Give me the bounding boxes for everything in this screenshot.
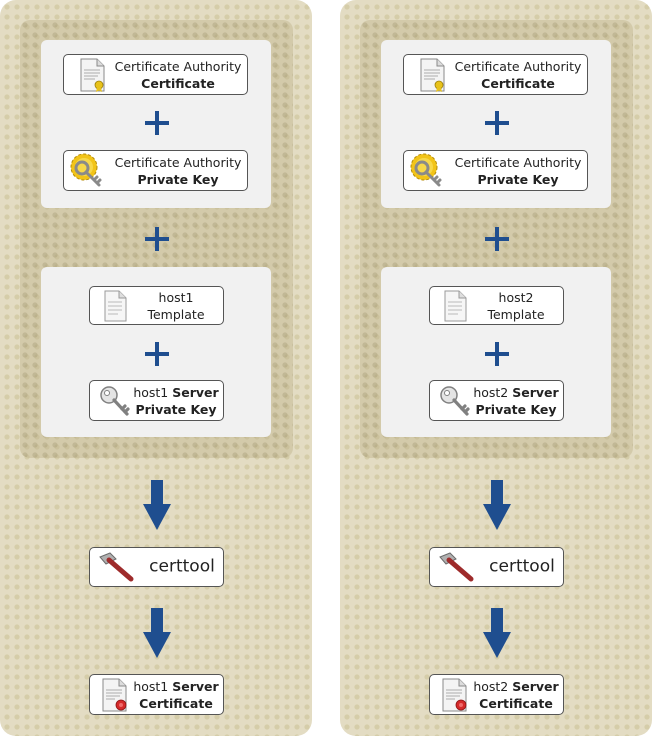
plus-icon bbox=[145, 227, 169, 251]
ca-certificate-box: Certificate Authority Certificate bbox=[63, 54, 248, 95]
certificate-icon bbox=[420, 58, 445, 92]
ca-private-key-box: Certificate Authority Private Key bbox=[63, 150, 248, 191]
ca-certificate-label: Certificate Authority Certificate bbox=[454, 58, 582, 91]
sealed-certificate-icon bbox=[102, 678, 127, 712]
key-icon bbox=[100, 386, 130, 416]
certtool-label: certtool bbox=[149, 556, 215, 577]
ca-certificate-box: Certificate Authority Certificate bbox=[403, 54, 588, 95]
plus-icon bbox=[485, 111, 509, 135]
key-with-gear-icon bbox=[70, 153, 102, 187]
document-icon bbox=[104, 290, 127, 322]
certtool-box: certtool bbox=[89, 547, 224, 587]
server-certificate-label: host1 Server Certificate bbox=[133, 678, 219, 711]
server-private-key-label: host2 Server Private Key bbox=[473, 384, 559, 417]
template-box: host2 Template bbox=[429, 286, 564, 325]
hammer-icon bbox=[439, 552, 474, 582]
server-certificate-label: host2 Server Certificate bbox=[473, 678, 559, 711]
host1-column: Certificate Authority Certificate Certif… bbox=[0, 0, 312, 736]
ca-private-key-label: Certificate Authority Private Key bbox=[114, 154, 242, 187]
certificate-icon bbox=[80, 58, 105, 92]
sealed-certificate-icon bbox=[442, 678, 467, 712]
plus-icon bbox=[485, 227, 509, 251]
document-icon bbox=[444, 290, 467, 322]
server-certificate-box: host1 Server Certificate bbox=[89, 674, 224, 715]
ca-certificate-label: Certificate Authority Certificate bbox=[114, 58, 242, 91]
hammer-icon bbox=[99, 552, 134, 582]
plus-icon bbox=[145, 111, 169, 135]
server-private-key-box: host1 Server Private Key bbox=[89, 380, 224, 421]
key-with-gear-icon bbox=[410, 153, 442, 187]
ca-private-key-label: Certificate Authority Private Key bbox=[454, 154, 582, 187]
server-private-key-box: host2 Server Private Key bbox=[429, 380, 564, 421]
down-arrow-icon bbox=[143, 480, 171, 530]
down-arrow-icon bbox=[483, 480, 511, 530]
certtool-box: certtool bbox=[429, 547, 564, 587]
down-arrow-icon bbox=[143, 608, 171, 658]
template-label: host2 Template bbox=[487, 289, 545, 322]
plus-icon bbox=[145, 342, 169, 366]
certtool-label: certtool bbox=[489, 556, 555, 577]
host2-column: Certificate Authority Certificate Certif… bbox=[340, 0, 652, 736]
ca-private-key-box: Certificate Authority Private Key bbox=[403, 150, 588, 191]
template-label: host1 Template bbox=[147, 289, 205, 322]
down-arrow-icon bbox=[483, 608, 511, 658]
template-box: host1 Template bbox=[89, 286, 224, 325]
key-icon bbox=[440, 386, 470, 416]
server-private-key-label: host1 Server Private Key bbox=[133, 384, 219, 417]
plus-icon bbox=[485, 342, 509, 366]
server-certificate-box: host2 Server Certificate bbox=[429, 674, 564, 715]
